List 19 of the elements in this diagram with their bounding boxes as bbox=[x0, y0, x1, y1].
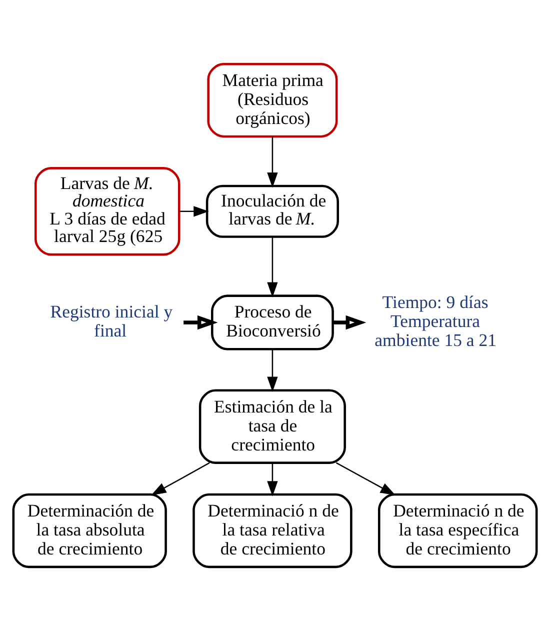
arrow bbox=[179, 206, 209, 216]
node-box: Determinació n de la tasa relativa de crecimiento bbox=[192, 492, 352, 568]
node-box: Proceso de Bioconversió bbox=[211, 294, 334, 350]
arrow bbox=[336, 462, 396, 495]
node-box: Materia prima (Residuos orgánicos) bbox=[207, 62, 338, 138]
arrow bbox=[267, 236, 278, 297]
node-box: Estimación de la tasa de crecimiento bbox=[198, 388, 346, 464]
arrow bbox=[267, 136, 278, 188]
arrow bbox=[333, 314, 366, 330]
arrow bbox=[184, 314, 218, 330]
node-box: Inoculación de larvas de M. bbox=[206, 184, 339, 238]
node-text: Registro inicial y final bbox=[50, 301, 173, 340]
arrow bbox=[267, 462, 278, 496]
node-box: Determinación de la tasa absoluta de crecimiento bbox=[12, 492, 167, 568]
node-box: Larvas de M. domestica L 3 días de edad larval 25g (625 bbox=[34, 166, 180, 256]
arrow bbox=[267, 348, 278, 392]
arrow bbox=[150, 462, 210, 495]
node-box: Determinació n de la tasa específica de crecimiento bbox=[378, 492, 538, 568]
node-text: Tiempo: 9 días Temperatura ambiente 15 a 21 bbox=[374, 292, 497, 350]
